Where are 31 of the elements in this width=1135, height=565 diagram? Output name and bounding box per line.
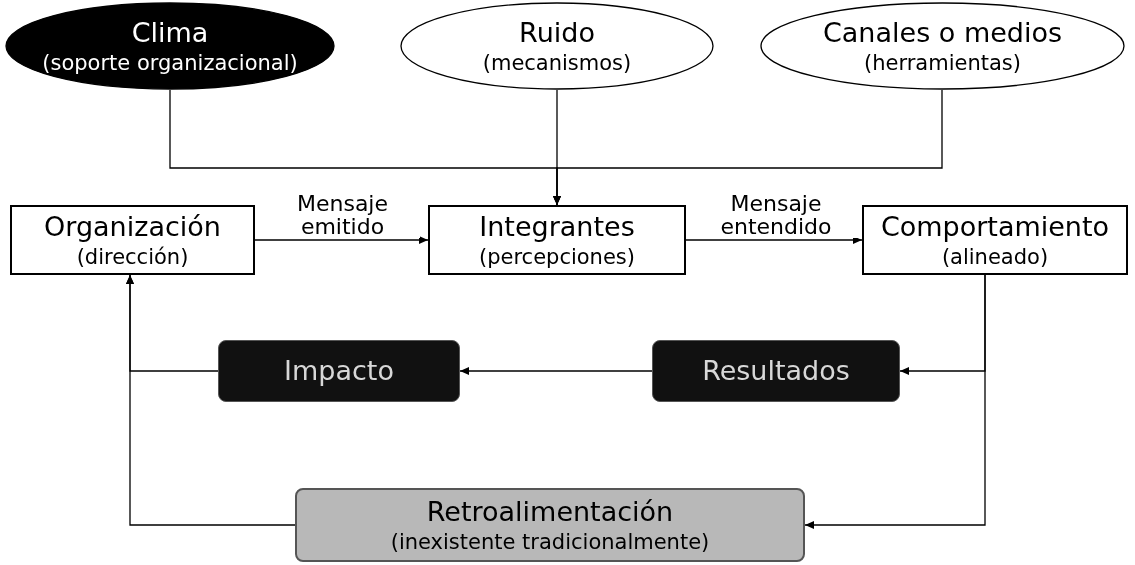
node-title: Retroalimentación <box>426 495 674 529</box>
ellipse-node <box>400 2 714 90</box>
node-subtitle: (herramientas) <box>864 49 1021 76</box>
node-subtitle: (inexistente tradicionalmente) <box>390 528 710 555</box>
node-subtitle: (dirección) <box>76 243 189 270</box>
arrow <box>685 236 863 244</box>
process-box <box>428 205 686 275</box>
arrow <box>126 274 296 526</box>
node-title: Organización <box>44 210 221 244</box>
arrow <box>553 89 943 206</box>
node-title: Resultados <box>702 354 850 388</box>
ellipse-node <box>5 2 335 90</box>
arrow <box>804 274 986 529</box>
process-box <box>295 488 805 562</box>
arrow <box>254 236 429 244</box>
process-box <box>10 205 255 275</box>
node-subtitle: (soporte organizacional) <box>42 49 298 76</box>
node-title: Clima <box>131 16 209 50</box>
process-box <box>652 340 900 402</box>
node-subtitle: (alineado) <box>941 243 1049 270</box>
arrow <box>459 367 653 375</box>
node-title: Ruido <box>519 16 595 50</box>
node-subtitle: (mecanismos) <box>482 49 632 76</box>
node-title: Impacto <box>284 354 394 388</box>
node-title: Comportamiento <box>880 210 1110 244</box>
node-subtitle: (percepciones) <box>479 243 635 270</box>
ellipse-node <box>760 2 1125 90</box>
node-title: Canales o medios <box>822 16 1063 50</box>
node-title: Integrantes <box>479 210 635 244</box>
process-box <box>218 340 460 402</box>
process-box <box>862 205 1128 275</box>
